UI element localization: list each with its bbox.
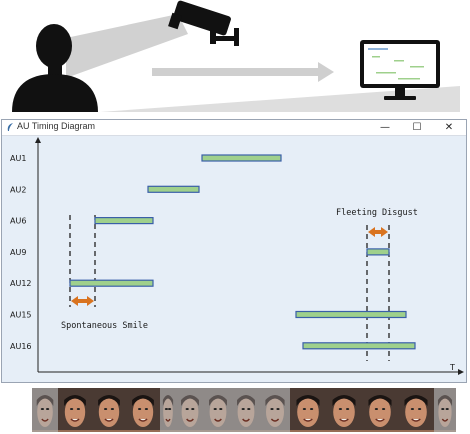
- face-frame: [32, 388, 58, 432]
- bar-au1: [201, 154, 282, 162]
- row-label-au1: AU1: [10, 154, 26, 163]
- fleeting-disgust-duration-arrow: [368, 227, 388, 237]
- computer-monitor-icon: [360, 40, 440, 100]
- bar-au12: [69, 279, 154, 287]
- window-titlebar[interactable]: AU Timing Diagram — ☐ ✕: [2, 120, 466, 136]
- security-camera-icon: [168, 0, 239, 46]
- annotation-spontaneous-smile: Spontaneous Smile: [61, 321, 148, 331]
- face-frame: [398, 388, 434, 432]
- x-axis-arrowhead: [458, 369, 464, 375]
- face-frame: [126, 388, 160, 432]
- maximize-button[interactable]: ☐: [412, 122, 422, 133]
- spontaneous-smile-duration-arrow: [71, 296, 94, 306]
- bar-au9: [366, 248, 390, 256]
- app-feather-icon: [7, 123, 13, 131]
- bar-au2: [147, 185, 200, 193]
- face-frame: [260, 388, 290, 432]
- face-frame: [326, 388, 362, 432]
- window-title: AU Timing Diagram: [17, 121, 96, 131]
- close-button[interactable]: ✕: [444, 122, 454, 133]
- camera-view-cone: [66, 14, 188, 78]
- face-frame: [362, 388, 398, 432]
- face-frame: [176, 388, 204, 432]
- x-axis-label: T: [449, 363, 455, 372]
- row-label-au12: AU12: [10, 279, 32, 288]
- face-frame: [92, 388, 126, 432]
- annotation-fleeting-disgust: Fleeting Disgust: [336, 208, 418, 218]
- row-label-au15: AU15: [10, 311, 32, 320]
- row-label-au6: AU6: [10, 217, 26, 226]
- face-frame: [58, 388, 92, 432]
- face-frame: [204, 388, 232, 432]
- face-frame: [290, 388, 326, 432]
- bar-au15: [295, 310, 407, 319]
- row-label-au16: AU16: [10, 342, 32, 351]
- row-label-au2: AU2: [10, 185, 26, 194]
- minimize-button[interactable]: —: [380, 122, 390, 133]
- bar-au16: [302, 342, 416, 350]
- row-label-au9: AU9: [10, 248, 26, 257]
- floor-plane: [100, 86, 460, 112]
- y-axis-arrowhead: [35, 137, 41, 143]
- bar-au6: [94, 216, 154, 225]
- right-arrow-icon: [152, 62, 334, 82]
- person-silhouette-icon: [12, 24, 98, 112]
- pipeline-illustration: [12, 0, 460, 112]
- face-frame-strip: [32, 388, 456, 432]
- face-frame: [434, 388, 456, 432]
- face-frame: [232, 388, 260, 432]
- face-frame: [160, 388, 176, 432]
